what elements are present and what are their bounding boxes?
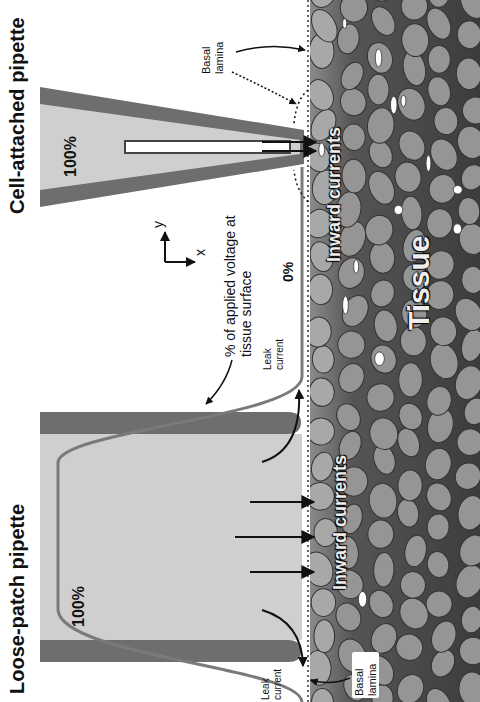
axis-label: x xyxy=(192,242,208,256)
leader-lines xyxy=(206,46,350,682)
curve-label: % of applied voltage at tissue surface xyxy=(222,207,254,357)
axis-label: y xyxy=(150,214,166,228)
basal-lamina-line xyxy=(307,0,309,702)
cell-attached-pipette xyxy=(40,87,304,207)
voltage-curve xyxy=(58,167,302,702)
voltage-value: 100% xyxy=(70,567,88,627)
pipette-title: Cell-attached pipette xyxy=(6,0,29,214)
leak-label: Leak current xyxy=(262,330,285,370)
tissue-ground xyxy=(310,0,480,702)
current-label: Inward currents xyxy=(324,112,345,262)
axes xyxy=(165,232,195,262)
lamina-label: Basal lamina xyxy=(200,32,225,74)
voltage-value: 0% xyxy=(280,242,296,282)
tissue-label: Tissue xyxy=(402,200,437,330)
pipette: Loose-patch pipette100% xyxy=(40,412,302,662)
current-label: Inward currents xyxy=(330,440,351,590)
pipette-title: Loose-patch pipette xyxy=(6,454,29,694)
tissue-region: TissueInward currentsInward currents xyxy=(310,0,480,702)
leak-label: Leak current xyxy=(260,662,283,700)
pipette: Cell-attached pipette100% xyxy=(40,87,304,207)
current-arrows xyxy=(235,142,316,666)
lamina-label: Basal lamina xyxy=(352,652,379,698)
voltage-value: 100% xyxy=(62,117,80,177)
tissue-cells xyxy=(310,0,480,702)
